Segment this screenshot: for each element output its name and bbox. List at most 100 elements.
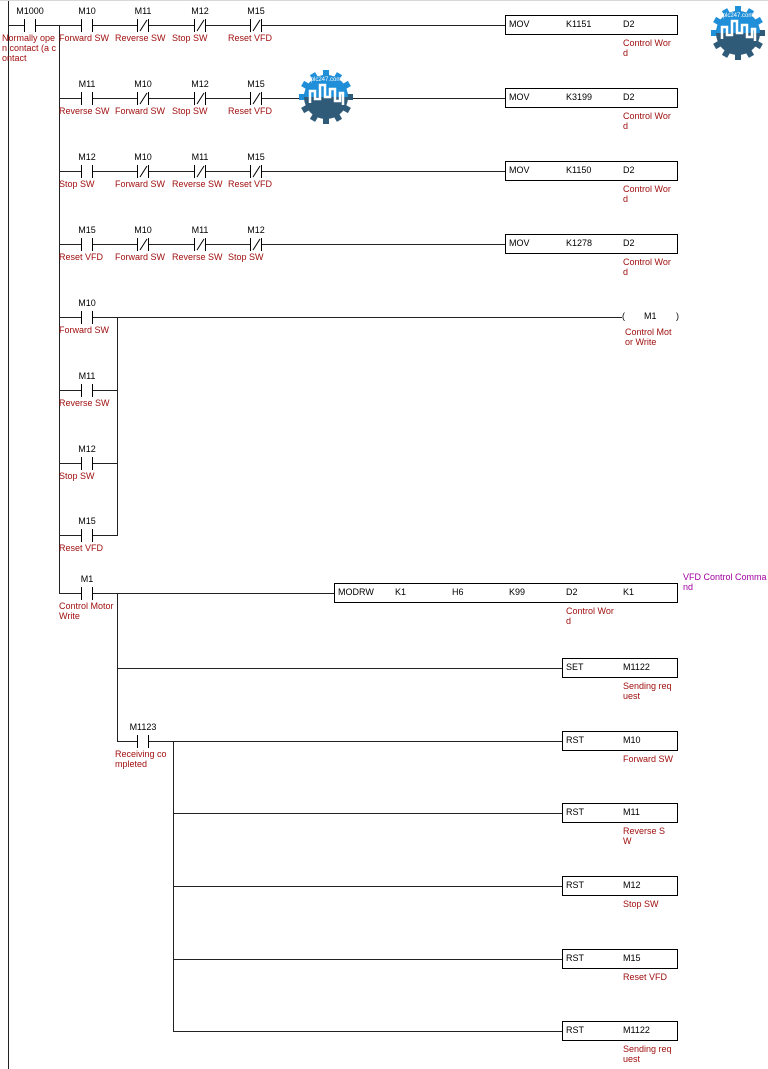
operand: K1150 [566,165,592,175]
contact-label: Forward SW [115,179,166,189]
nc-contact-m11[interactable] [194,238,206,251]
no-contact-m1[interactable] [81,587,93,600]
contact-address: M15 [78,225,96,235]
operand: K99 [509,587,526,597]
plc247-logo: plc247.com [298,69,354,125]
operand-comment: Control Word [623,38,671,58]
contact-address: M10 [134,152,152,162]
contact-label: Stop SW [59,179,95,189]
operand: D2 [623,19,635,29]
nc-contact-m12[interactable] [194,19,206,32]
contact-label: Forward SW [115,106,166,116]
wire [59,98,508,99]
coil-close: ) [676,311,679,321]
contact-label: Forward SW [59,33,110,43]
operand-comment: Forward SW [623,754,674,764]
operand: M11 [623,807,640,817]
instruction-box-rst[interactable] [562,949,678,969]
nc-slash-icon [196,92,205,105]
instruction-name: RST [566,953,584,963]
contact-label: Reset VFD [228,106,273,116]
nc-slash-icon [139,19,148,32]
wire [173,813,565,814]
no-contact-m11[interactable] [81,384,93,397]
contact-label: Stop SW [228,252,264,262]
operand: M12 [623,880,641,890]
nc-contact-m11[interactable] [194,165,206,178]
plc247-logo: plc247.com [710,5,766,61]
instruction-name: RST [566,735,584,745]
contact-label: Reverse SW [59,398,110,408]
instruction-box-mov[interactable] [505,234,678,254]
no-contact-m1000[interactable] [24,19,36,32]
operand-comment: Reverse SW [623,826,666,846]
nc-contact-m10[interactable] [137,238,149,251]
wire [8,1,9,1069]
contact-address: M12 [78,152,96,162]
nc-contact-m12[interactable] [250,238,262,251]
contact-label: Reset VFD [228,179,273,189]
instruction-box-modrw[interactable] [334,583,678,603]
no-contact-m1123[interactable] [137,735,149,748]
nc-contact-m10[interactable] [137,92,149,105]
contact-address: M15 [78,516,96,526]
contact-label: Stop SW [172,33,208,43]
nc-slash-icon [196,19,205,32]
coil-address: M1 [644,311,657,321]
nc-contact-m15[interactable] [250,165,262,178]
nc-contact-m12[interactable] [194,92,206,105]
contact-address: M1123 [129,722,157,732]
nc-slash-icon [252,165,261,178]
wire [117,668,565,669]
instruction-name: RST [566,1025,584,1035]
operand: K1151 [566,19,592,29]
instruction-box-set[interactable] [562,658,678,678]
nc-contact-m10[interactable] [137,165,149,178]
coil-open: ( [622,311,625,321]
instruction-box-mov[interactable] [505,88,678,108]
instruction-box-rst[interactable] [562,731,678,751]
no-contact-m10[interactable] [81,311,93,324]
contact-label: Reset VFD [59,543,104,553]
operand-comment: Sending request [623,1044,672,1064]
no-contact-m12[interactable] [81,457,93,470]
instruction-box-mov[interactable] [505,161,678,181]
no-contact-m15[interactable] [81,529,93,542]
contact-address: M15 [247,152,265,162]
instruction-box-rst[interactable] [562,803,678,823]
contact-address: M12 [247,225,265,235]
nc-slash-icon [139,238,148,251]
contact-address: M15 [247,79,265,89]
instruction-box-mov[interactable] [505,15,678,35]
contact-label: Reverse SW [59,106,110,116]
operand: H6 [452,587,464,597]
contact-address: M11 [191,152,209,162]
no-contact-m11[interactable] [81,92,93,105]
no-contact-m15[interactable] [81,238,93,251]
instruction-name: RST [566,880,584,890]
instruction-name: MOV [509,238,530,248]
operand: D2 [623,165,635,175]
no-contact-m10[interactable] [81,19,93,32]
contact-label: Forward SW [59,325,110,335]
contact-address: M11 [78,79,96,89]
nc-contact-m15[interactable] [250,19,262,32]
contact-address: M11 [78,371,96,381]
instruction-box-rst[interactable] [562,1021,678,1041]
instruction-name: MOV [509,19,530,29]
contact-label: Reverse SW [115,33,166,43]
rung-comment: VFD Control Command [683,572,767,592]
nc-slash-icon [196,238,205,251]
contact-address: M15 [247,6,265,16]
contact-label: Control Motor Write [59,601,114,621]
wire [173,886,565,887]
nc-contact-m11[interactable] [137,19,149,32]
nc-contact-m15[interactable] [250,92,262,105]
contact-address: M1000 [16,6,44,16]
contact-address: M10 [78,298,96,308]
no-contact-m12[interactable] [81,165,93,178]
instruction-box-rst[interactable] [562,876,678,896]
operand-comment: Control Word [623,111,671,131]
operand: K1 [395,587,407,597]
operand-comment: Reset VFD [623,972,668,982]
